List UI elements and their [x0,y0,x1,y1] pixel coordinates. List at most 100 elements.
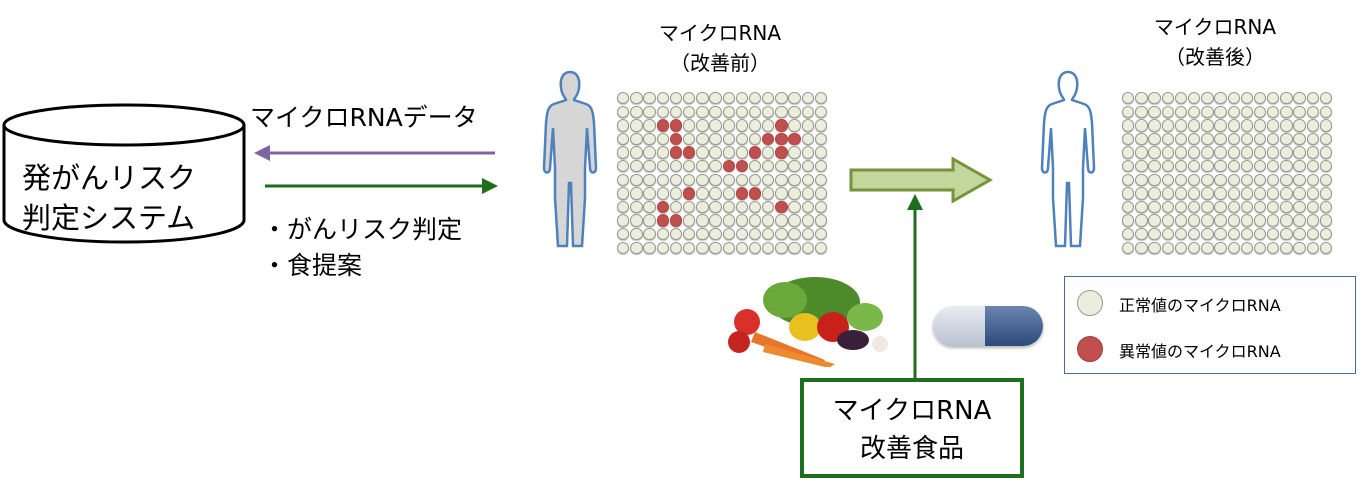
mirna-dot-normal [1161,132,1174,146]
mirna-dot-normal [656,159,669,173]
mirna-dot-normal [709,159,722,173]
mirna-dot-normal [1135,119,1148,132]
mirna-dot-normal [630,214,643,227]
mirna-dot-normal [1267,132,1280,146]
mirna-dot-normal [1135,200,1148,214]
mirna-dot-normal [1201,105,1214,118]
mirna-dot-normal [1280,105,1293,118]
mirna-dot-normal [735,146,749,159]
mirna-dot-normal [1161,146,1174,159]
mirna-dot-abnormal [682,187,696,200]
mirna-dot-normal [1148,214,1161,227]
mirna-dot-normal [1306,92,1320,105]
data-label: マイクロRNAデータ [250,103,478,132]
mirna-dot-abnormal [735,187,749,200]
mirna-dot-normal [1201,187,1214,200]
mirna-dot-normal [1161,241,1174,254]
mirna-dot-normal [1306,146,1320,159]
mirna-dot-normal [775,227,788,241]
mirna-dot-abnormal [669,146,683,159]
mirna-dot-abnormal [669,119,683,132]
mirna-dot-normal [1187,92,1201,105]
mirna-dot-normal [748,119,762,132]
mirna-dot-normal [682,159,696,173]
mirna-dot-normal [1214,92,1227,105]
arrowhead-right-icon [482,178,498,194]
mirna-dot-normal [630,92,643,105]
mirna-dot-normal [1253,200,1267,214]
mirna-dot-normal [814,214,828,227]
mirna-dot-normal [1240,119,1254,132]
mirna-dot-normal [1161,214,1174,227]
mirna-dot-normal [1293,187,1306,200]
mirna-dot-normal [801,92,815,105]
mirna-dot-normal [1122,227,1135,241]
mirna-dot-normal [1280,92,1293,105]
mirna-dot-normal [762,92,775,105]
mirna-dot-normal [1122,132,1135,146]
mirna-dot-normal [762,241,775,254]
mirna-dot-normal [1306,105,1320,118]
mirna-dot-normal [762,159,775,173]
mirna-dot-normal [735,241,749,254]
mirna-dot-normal [1214,173,1227,186]
mirna-dot-normal [643,119,656,132]
mirna-dot-normal [1148,187,1161,200]
mirna-dot-normal [696,105,709,118]
mirna-dot-normal [1306,241,1320,254]
mirna-dot-normal [1187,119,1201,132]
mirna-dot-normal [1214,159,1227,173]
mirna-dot-normal [722,241,735,254]
mirna-dot-normal [1174,132,1188,146]
supplement-pill-icon [933,306,1043,346]
mirna-dot-normal [1227,214,1240,227]
mirna-dot-normal [1280,241,1293,254]
mirna-dot-normal [696,227,709,241]
mirna-dot-normal [814,187,828,200]
food-box-line1: マイクロRNA [832,396,992,426]
mirna-dot-normal [696,173,709,186]
mirna-dot-normal [696,146,709,159]
mirna-dot-normal [1267,227,1280,241]
mirna-dot-normal [1293,119,1306,132]
mirna-dot-normal [1319,119,1333,132]
mirna-dot-normal [748,227,762,241]
mirna-dot-normal [1240,200,1254,214]
mirna-dot-normal [735,227,749,241]
mirna-dot-normal [1122,200,1135,214]
mirna-dot-normal [1280,119,1293,132]
mirna-dot-normal [643,227,656,241]
mirna-dot-normal [617,173,630,186]
mirna-dot-normal [1227,119,1240,132]
legend-normal-swatch [1077,290,1103,316]
mirna-dot-normal [1201,214,1214,227]
mirna-dot-normal [696,92,709,105]
mirna-dot-normal [1122,119,1135,132]
mirna-dot-abnormal [682,146,696,159]
mirna-dot-normal [775,241,788,254]
mirna-dot-normal [1306,159,1320,173]
mirna-dot-normal [617,159,630,173]
result-risk: ・がんリスク判定 [262,215,463,244]
mirna-dot-normal [788,214,801,227]
mirna-dot-normal [1240,92,1254,105]
mirna-dot-normal [762,187,775,200]
mirna-dot-normal [1201,92,1214,105]
mirna-dot-normal [1174,159,1188,173]
mirna-dot-normal [1240,173,1254,186]
mirna-dot-normal [1148,241,1161,254]
mirna-dot-normal [1293,146,1306,159]
after-title: マイクロRNA （改善後） [1125,12,1305,72]
mirna-dot-normal [1306,173,1320,186]
mirna-dot-normal [1161,119,1174,132]
mirna-dot-normal [1280,214,1293,227]
mirna-dot-abnormal [788,132,801,146]
mirna-dot-normal [722,200,735,214]
mirna-dot-normal [788,187,801,200]
arrowhead-up-icon [907,194,923,210]
mirna-dot-normal [1174,200,1188,214]
mirna-dot-normal [762,227,775,241]
mirna-dot-normal [630,187,643,200]
mirna-dot-normal [1214,187,1227,200]
mirna-dot-normal [1174,119,1188,132]
